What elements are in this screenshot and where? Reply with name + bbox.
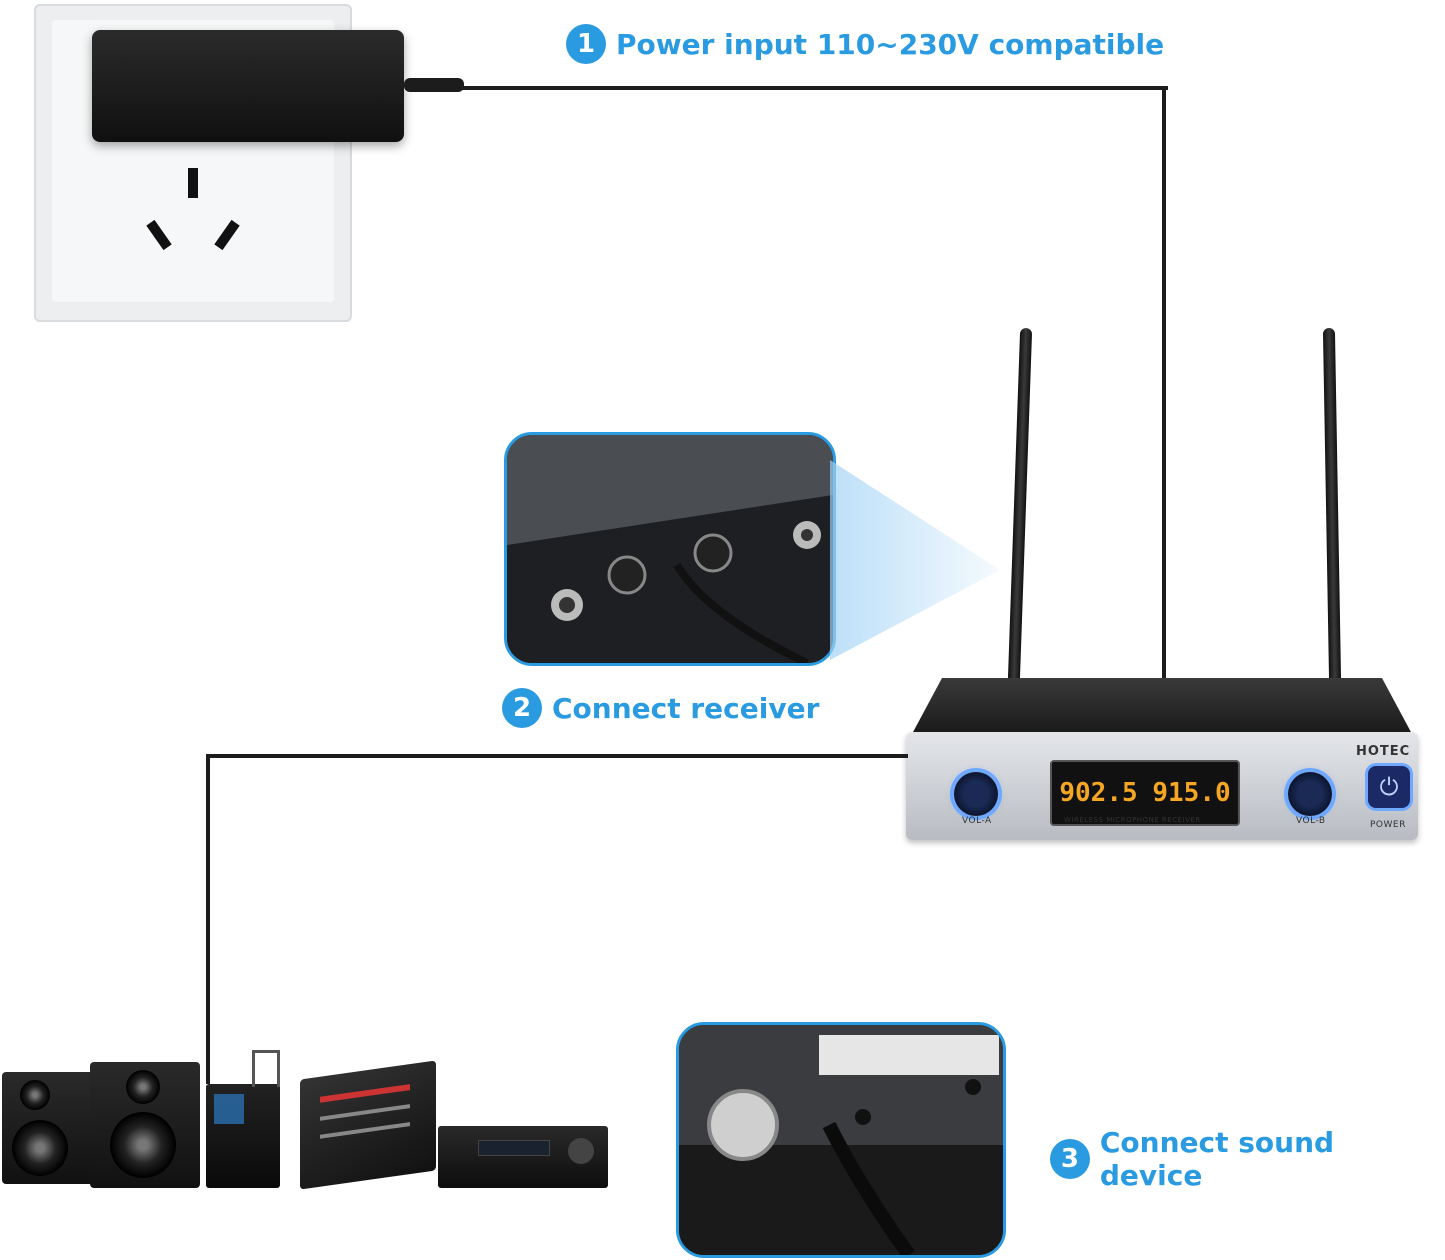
power-button[interactable]: ⏻ bbox=[1368, 766, 1410, 808]
vol-b-knob[interactable] bbox=[1288, 772, 1332, 816]
step-1-text: Power input 110~230V compatible bbox=[616, 27, 1165, 61]
step-3-label: 3 Connect sound device bbox=[1050, 1126, 1445, 1192]
audio-cable bbox=[208, 754, 908, 758]
power-adapter bbox=[92, 30, 404, 142]
sound-device-callout bbox=[676, 1022, 1006, 1258]
brand-logo: HOTEC bbox=[1356, 744, 1411, 759]
step-2-label: 2 Connect receiver bbox=[502, 688, 819, 728]
channel-a-frequency: 902.5 bbox=[1059, 778, 1138, 808]
step-1-label: 1 Power input 110~230V compatible bbox=[566, 24, 1164, 64]
step-3-text: Connect sound device bbox=[1099, 1126, 1335, 1192]
vol-a-knob[interactable] bbox=[954, 772, 998, 816]
trolley-speaker bbox=[206, 1050, 280, 1188]
av-receiver bbox=[438, 1126, 608, 1188]
power-cable bbox=[404, 78, 464, 92]
rear-panel-photo bbox=[507, 435, 833, 663]
sound-device-photo bbox=[679, 1025, 1003, 1255]
vol-b-label: VOL-B bbox=[1296, 816, 1326, 826]
receiver-top bbox=[912, 678, 1412, 734]
vol-a-label: VOL-A bbox=[962, 816, 992, 826]
bookshelf-speaker-right bbox=[90, 1062, 200, 1188]
dj-mixer bbox=[300, 1060, 436, 1190]
rear-panel-callout bbox=[504, 432, 836, 666]
step-2-badge: 2 bbox=[502, 688, 542, 728]
channel-b-frequency: 915.0 bbox=[1152, 778, 1231, 808]
power-icon: ⏻ bbox=[1379, 773, 1399, 801]
step-1-badge: 1 bbox=[566, 24, 606, 64]
antenna-left bbox=[1007, 327, 1033, 683]
callout-pointer bbox=[830, 460, 1000, 660]
step-3-badge: 3 bbox=[1050, 1139, 1090, 1179]
step-2-text: Connect receiver bbox=[552, 691, 820, 725]
antenna-right bbox=[1322, 327, 1342, 683]
lcd-display: 902.5 915.0 bbox=[1050, 760, 1240, 826]
bookshelf-speaker-left bbox=[2, 1072, 94, 1184]
power-label: POWER bbox=[1370, 820, 1406, 830]
receiver-model-text: WIRELESS MICROPHONE RECEIVER bbox=[1064, 816, 1201, 824]
